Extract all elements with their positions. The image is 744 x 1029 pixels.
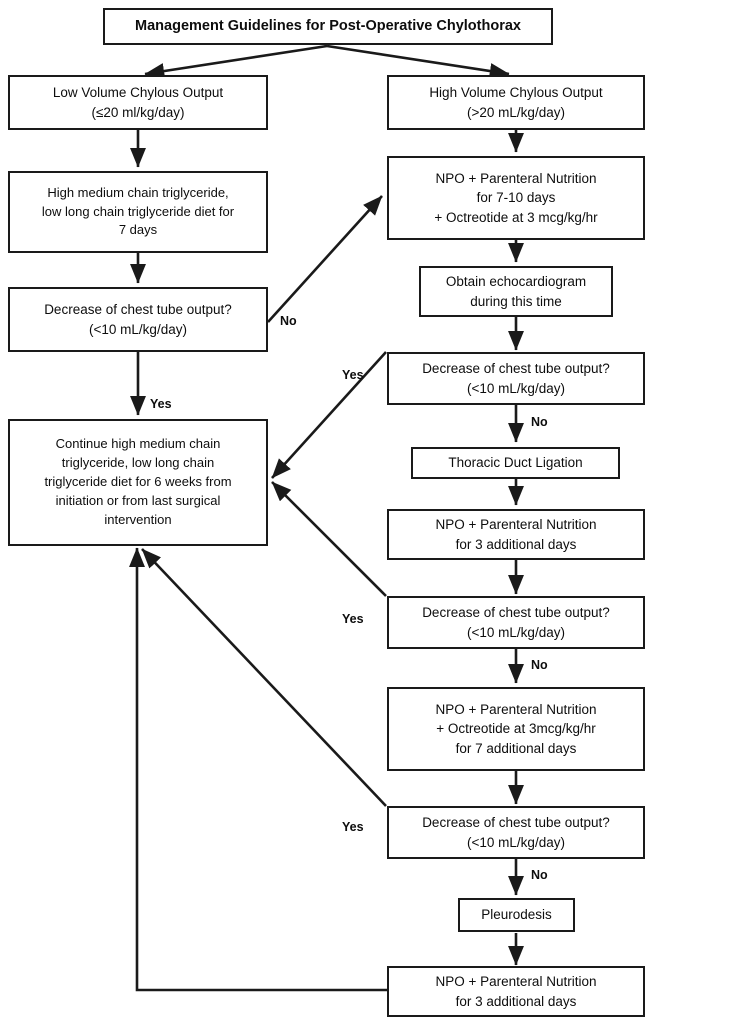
edge-label-yes-r3: Yes bbox=[342, 820, 364, 834]
node-line: Decrease of chest tube output? bbox=[422, 814, 610, 830]
node-decision-left-chest-tube-output: Decrease of chest tube output? (<10 mL/k… bbox=[8, 287, 268, 352]
node-line: 7 days bbox=[118, 222, 158, 238]
edge-label-yes-r2: Yes bbox=[342, 612, 364, 626]
node-line: (<10 mL/kg/day) bbox=[467, 834, 565, 850]
node-mct-diet: High medium chain triglyceride, low long… bbox=[8, 171, 268, 253]
node-obtain-echocardiogram: Obtain echocardiogram during this time bbox=[419, 266, 613, 317]
node-npo-octreotide-7-additional-days: NPO + Parenteral Nutrition + Octreotide … bbox=[387, 687, 645, 771]
node-line: NPO + Parenteral Nutrition bbox=[435, 701, 597, 717]
node-line: Decrease of chest tube output? bbox=[44, 301, 232, 317]
edge-label-yes-left: Yes bbox=[150, 397, 172, 411]
node-line: for 7 additional days bbox=[455, 740, 577, 756]
node-decision-r3-chest-tube-output: Decrease of chest tube output? (<10 mL/k… bbox=[387, 806, 645, 859]
node-npo-parenteral-7-10-days: NPO + Parenteral Nutrition for 7-10 days… bbox=[387, 156, 645, 240]
node-line: Decrease of chest tube output? bbox=[422, 360, 610, 376]
wire-d2-yes-to-continue bbox=[271, 481, 387, 597]
node-line: triglyceride diet for 6 weeks from bbox=[44, 474, 232, 490]
edge-label-no-r3: No bbox=[531, 868, 548, 882]
node-line: + Octreotide at 3mcg/kg/hr bbox=[436, 721, 596, 737]
node-decision-r1-chest-tube-output: Decrease of chest tube output? (<10 mL/k… bbox=[387, 352, 645, 405]
node-line: Obtain echocardiogram bbox=[445, 273, 587, 289]
node-line: during this time bbox=[470, 293, 562, 309]
node-line: (>20 mL/kg/day) bbox=[467, 104, 565, 120]
wire-d1-yes-to-continue bbox=[271, 351, 387, 479]
node-line: (<10 mL/kg/day) bbox=[467, 380, 565, 396]
edge-label-yes-r1: Yes bbox=[342, 368, 364, 382]
node-line: for 3 additional days bbox=[455, 993, 577, 1009]
node-line: triglyceride, low long chain bbox=[61, 455, 215, 471]
node-line: Low Volume Chylous Output bbox=[52, 84, 224, 100]
node-high-volume-chylous-output: High Volume Chylous Output (>20 mL/kg/da… bbox=[387, 75, 645, 130]
node-pleurodesis: Pleurodesis bbox=[458, 898, 575, 932]
edge-label-no-r1: No bbox=[531, 415, 548, 429]
node-line: (≤20 ml/kg/day) bbox=[91, 104, 185, 120]
node-continue-diet: Continue high medium chain triglyceride,… bbox=[8, 419, 268, 546]
wire-title-to-high bbox=[326, 44, 510, 80]
node-decision-r2-chest-tube-output: Decrease of chest tube output? (<10 mL/k… bbox=[387, 596, 645, 649]
node-line: (<10 mL/kg/day) bbox=[89, 321, 187, 337]
wire-left-no-to-npo bbox=[267, 195, 383, 323]
wire-title-to-low bbox=[144, 44, 328, 80]
title-box: Management Guidelines for Post-Operative… bbox=[103, 8, 553, 45]
node-line: High medium chain triglyceride, bbox=[47, 184, 229, 200]
node-thoracic-duct-ligation: Thoracic Duct Ligation bbox=[411, 447, 620, 479]
node-line: High Volume Chylous Output bbox=[429, 84, 603, 100]
node-line: (<10 mL/kg/day) bbox=[467, 624, 565, 640]
node-line: low long chain triglyceride diet for bbox=[41, 203, 235, 219]
node-line: NPO + Parenteral Nutrition bbox=[435, 170, 597, 186]
wire-d3-yes-to-continue bbox=[141, 548, 387, 807]
node-npo-parenteral-3-additional-days-b: NPO + Parenteral Nutrition for 3 additio… bbox=[387, 966, 645, 1017]
node-line: NPO + Parenteral Nutrition bbox=[435, 516, 597, 532]
node-line: Continue high medium chain bbox=[55, 436, 221, 452]
node-line: Thoracic Duct Ligation bbox=[448, 455, 583, 471]
node-line: NPO + Parenteral Nutrition bbox=[435, 973, 597, 989]
title-text: Management Guidelines for Post-Operative… bbox=[135, 17, 521, 34]
node-line: initiation or from last surgical bbox=[55, 492, 221, 508]
node-line: Decrease of chest tube output? bbox=[422, 604, 610, 620]
edge-label-no-left: No bbox=[280, 314, 297, 328]
edge-label-no-r2: No bbox=[531, 658, 548, 672]
node-line: + Octreotide at 3 mcg/kg/hr bbox=[434, 209, 598, 225]
node-line: for 3 additional days bbox=[455, 536, 577, 552]
node-line: intervention bbox=[104, 511, 172, 527]
node-line: for 7-10 days bbox=[476, 190, 556, 206]
node-low-volume-chylous-output: Low Volume Chylous Output (≤20 ml/kg/day… bbox=[8, 75, 268, 130]
node-npo-parenteral-3-additional-days-a: NPO + Parenteral Nutrition for 3 additio… bbox=[387, 509, 645, 560]
node-line: Pleurodesis bbox=[481, 907, 552, 923]
